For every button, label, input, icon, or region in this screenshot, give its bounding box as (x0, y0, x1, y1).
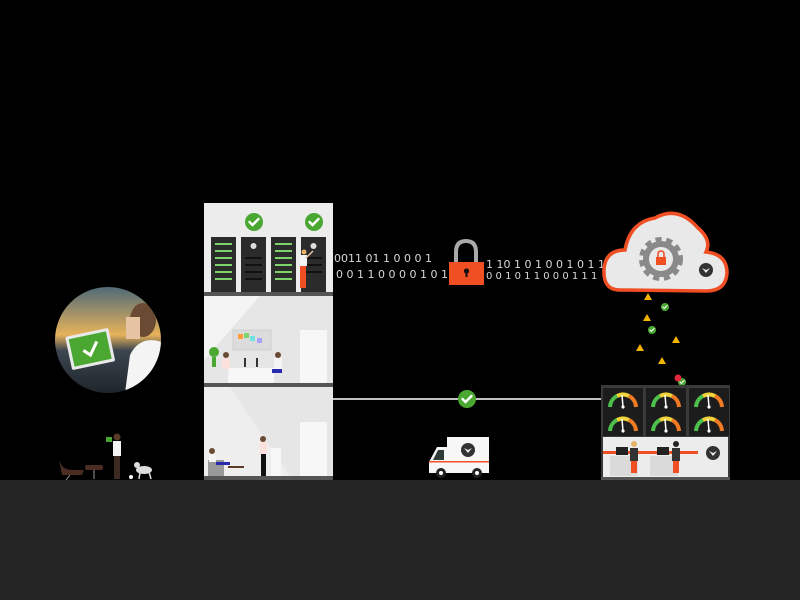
ground (0, 480, 800, 600)
logo-icon (461, 443, 475, 457)
logo-icon (699, 263, 713, 277)
office-floor (204, 296, 327, 383)
floor-divider (204, 383, 333, 387)
warning-icon (643, 314, 651, 321)
gauge-icon (601, 410, 645, 438)
gauge-icon (601, 386, 645, 414)
padlock-icon (449, 238, 484, 285)
gear-icon (639, 237, 683, 281)
warning-icon (672, 336, 680, 343)
lobby-floor (204, 387, 327, 476)
gauge-icon (644, 410, 688, 438)
logo-icon (706, 446, 720, 460)
cloud-service (602, 211, 729, 293)
check-icon (243, 211, 265, 233)
padlock-icon (656, 250, 666, 265)
lounge-scene (58, 433, 152, 481)
remote-user-vignette (55, 287, 161, 393)
logo-icon (250, 243, 257, 249)
binary-text: 0 0 1 0 1 1 0 0 0 1 1 1 (486, 271, 597, 282)
binary-text: 0011 01 1 0 0 0 1 (334, 252, 432, 265)
status-alerts (636, 293, 687, 387)
tablet-check-icon (65, 328, 115, 370)
gauge-icon (644, 386, 688, 414)
check-icon (456, 388, 478, 410)
door (300, 330, 327, 383)
monitoring-center (601, 385, 731, 480)
alert-icon (674, 374, 682, 382)
warning-icon (636, 344, 644, 351)
binary-text: 1 10 1 0 1 0 0 1 0 1 1 (486, 258, 605, 271)
floor-divider (204, 292, 333, 296)
technician (300, 249, 314, 288)
check-icon (660, 302, 670, 312)
check-icon (303, 211, 325, 233)
desk (228, 368, 274, 383)
office-building (204, 203, 333, 480)
encrypted-data-stream: 0011 01 1 0 0 0 1 0 0 1 1 0 0 0 0 1 0 1 … (334, 252, 605, 282)
gauge-icon (687, 410, 731, 438)
service-van (429, 437, 489, 478)
warning-icon (658, 357, 666, 364)
logo-icon (310, 243, 317, 249)
door (300, 422, 327, 476)
binary-text: 0 0 1 1 0 0 0 0 1 0 1 (336, 268, 448, 281)
server-room (204, 203, 333, 293)
gauge-icon (687, 386, 731, 414)
check-icon (647, 325, 657, 335)
warning-icon (644, 293, 652, 300)
